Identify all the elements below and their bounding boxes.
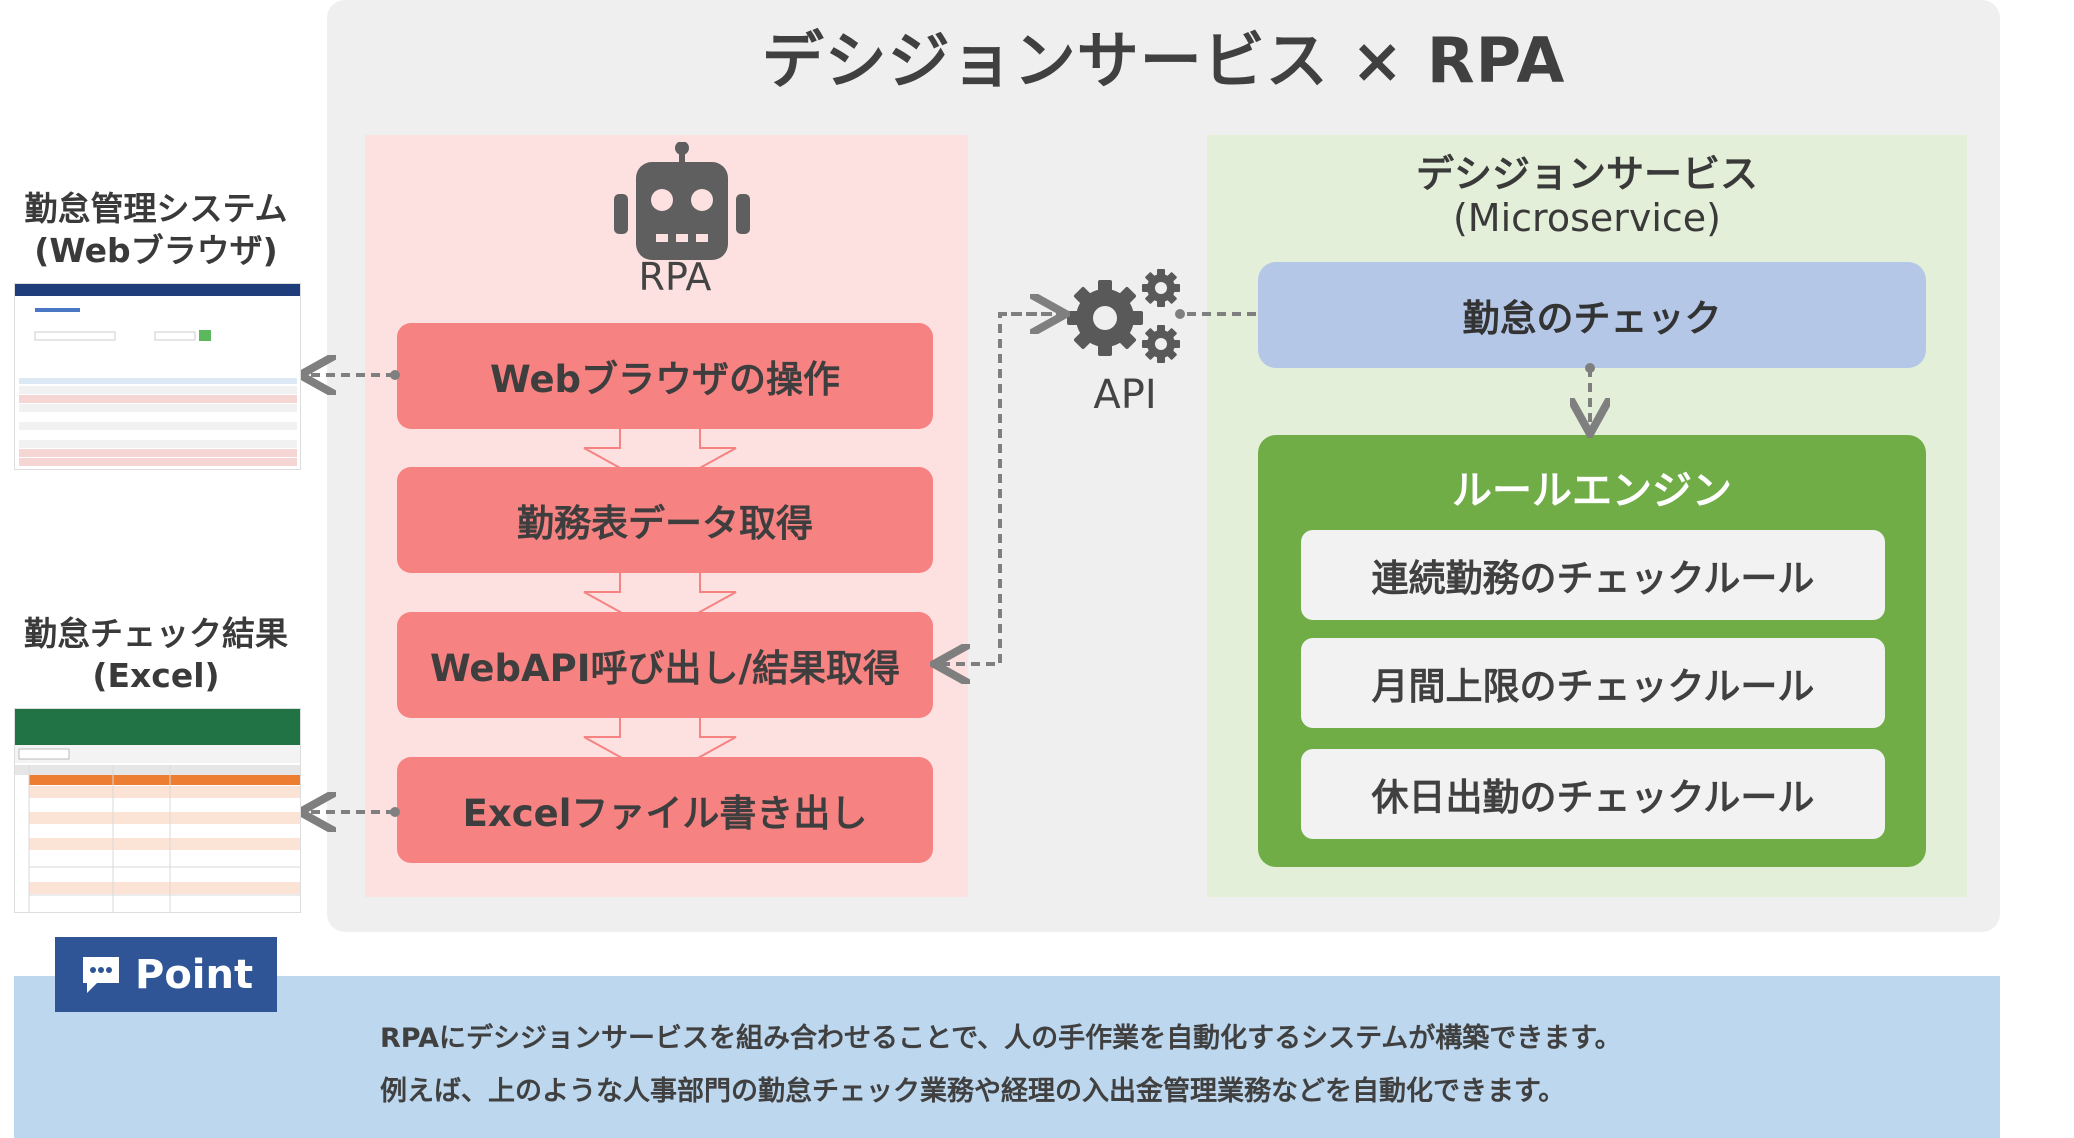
chat-bubble-icon bbox=[83, 956, 119, 993]
main-title: デシジョンサービス × RPA bbox=[761, 24, 1566, 97]
step-web-browser: Webブラウザの操作 bbox=[397, 323, 933, 429]
point-badge: Point bbox=[55, 937, 277, 1012]
attendance-check-box: 勤怠のチェック bbox=[1258, 262, 1926, 368]
point-text-line2: 例えば、上のような人事部門の勤怠チェック業務や経理の入出金管理業務などを自動化で… bbox=[380, 1076, 1566, 1107]
rule-holiday-work: 休日出勤のチェックルール bbox=[1301, 749, 1885, 839]
rule-consecutive-work: 連続勤務のチェックルール bbox=[1301, 530, 1885, 620]
api-label: API bbox=[1093, 372, 1157, 418]
browser-screenshot-thumbnail bbox=[14, 283, 301, 470]
robot-icon bbox=[614, 142, 750, 260]
gears-icon bbox=[1067, 269, 1180, 363]
rule-monthly-limit: 月間上限のチェックルール bbox=[1301, 638, 1885, 728]
excel-screenshot-thumbnail bbox=[14, 708, 301, 913]
point-label: Point bbox=[135, 951, 254, 998]
step-get-timesheet: 勤務表データ取得 bbox=[397, 467, 933, 573]
decision-service-title: デシジョンサービス bbox=[1415, 152, 1758, 196]
point-text-line1: RPAにデシジョンサービスを組み合わせることで、人の手作業を自動化するシステムが… bbox=[380, 1023, 1622, 1054]
step-call-webapi: WebAPI呼び出し/結果取得 bbox=[397, 612, 933, 718]
rpa-label: RPA bbox=[638, 255, 712, 299]
browser-title-line1: 勤怠管理システム bbox=[24, 189, 288, 228]
step-write-excel: Excelファイル書き出し bbox=[397, 757, 933, 863]
browser-title-line2: (Webブラウザ) bbox=[34, 231, 278, 270]
rule-engine-title: ルールエンジン bbox=[1452, 468, 1732, 514]
excel-title-line2: (Excel) bbox=[92, 656, 220, 695]
point-panel bbox=[14, 976, 2000, 1138]
excel-title-line1: 勤怠チェック結果 bbox=[24, 614, 288, 653]
decision-service-subtitle: (Microservice) bbox=[1452, 196, 1722, 240]
